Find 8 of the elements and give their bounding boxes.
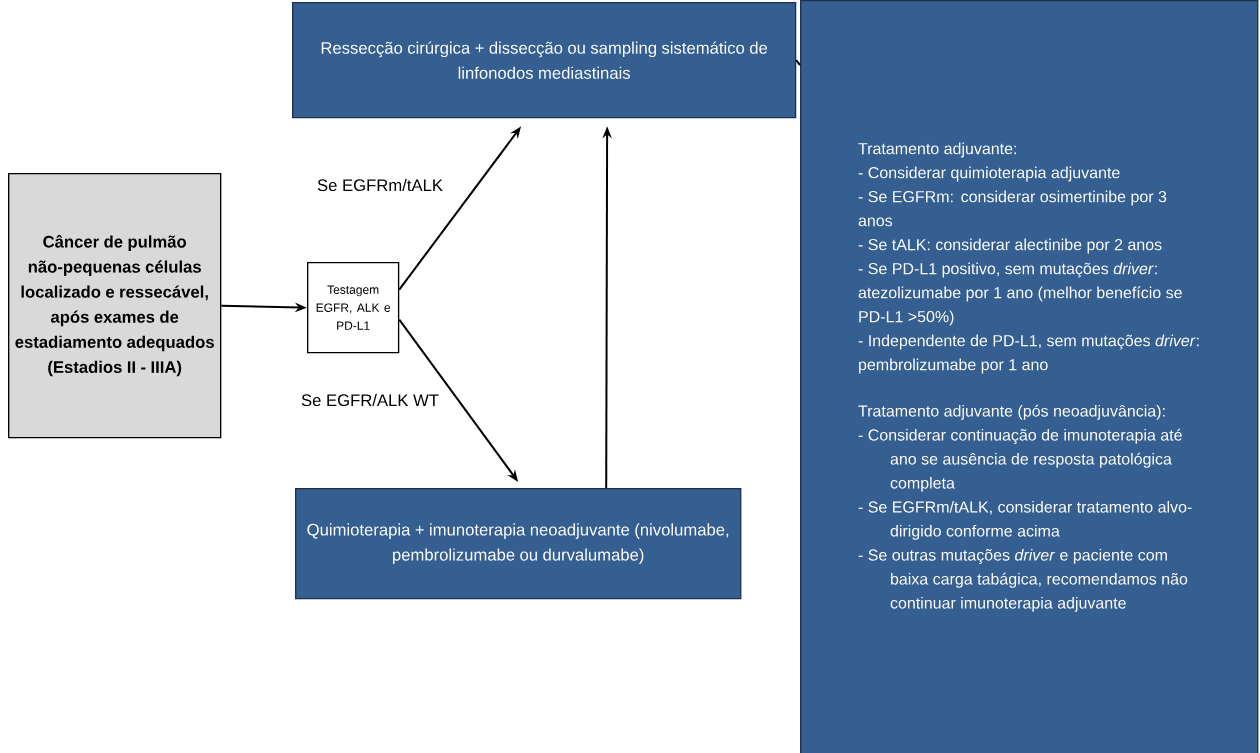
edge-label: Se EGFR/ALK WT <box>299 392 441 408</box>
therapy-box: Quimioterapia + imunoterapia neoadjuvante (nivolumabe, pembrolizumabe ou durvalumabe) <box>295 488 742 600</box>
diagnosis-box: Câncer de pulmão não-pequenas células localizado e ressecável, após exames de estadiamento adequados (Estadios II - IIIA) <box>8 173 222 439</box>
edge-label: Se EGFRm/tALK <box>315 177 445 193</box>
surgery-box: Ressecção cirúrgica + dissecção ou sampling sistemático de linfonodos mediastinais <box>292 2 797 119</box>
test-box: Testagem EGFR, ALK e PD-L1 <box>307 262 400 354</box>
connector-line <box>795 59 801 67</box>
treatment-panel: Tratamento adjuvante: - Considerar quimioterapia adjuvante - Se EGFRm: considerar osimertinibe por 3 anos - Se tALK: considerar alectinibe por 2 anos - Se PD-L1 positivo, sem mutações driver: atezolizumabe por 1 ano (melhor benefício se PD-L1 >50%) - Independente de PD-L1, sem mutações driver: pembrolizumabe por 1 ano Tratamento adjuvante (pós neoadjuvância): - Considerar continuação de imunoterapia até ano se ausência de resposta patológica completa - Se EGFRm/tALK, considerar tratamento alvo-dirigido conforme acima - Se outras mutações driver e paciente com baixa carga tabágica, recomendamos não continuar imunoterapia adjuvante <box>800 0 1259 753</box>
